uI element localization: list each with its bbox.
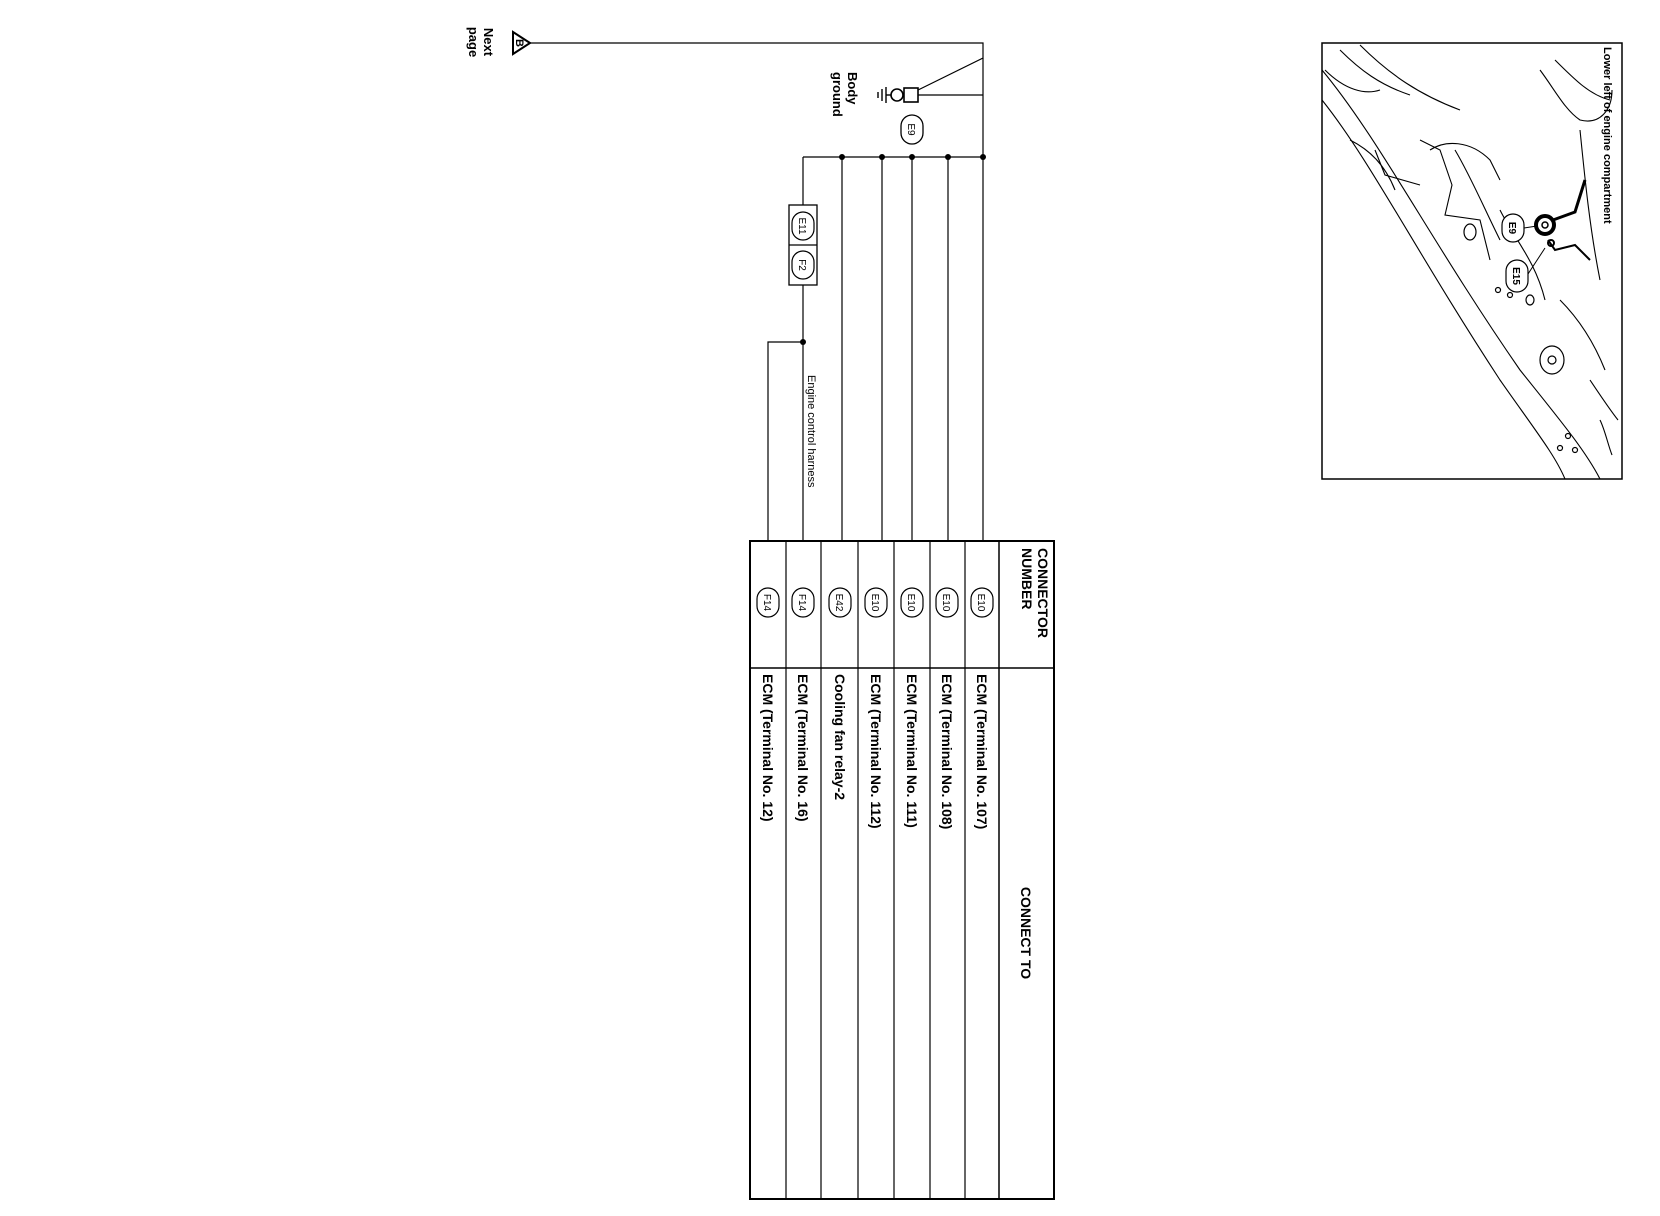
connector-badge: [935, 587, 959, 618]
ground-label-line1: Body: [845, 72, 860, 105]
body-panel-drawing: [1321, 44, 1619, 480]
harness-wires: [767, 156, 984, 541]
ground-ring-icon: [890, 88, 904, 102]
svg-text:E11: E11: [796, 217, 807, 234]
svg-text:ECM (Terminal No. 16): ECM (Terminal No. 16): [795, 674, 811, 822]
svg-text:Cooling fan relay-2: Cooling fan relay-2: [832, 674, 848, 800]
svg-text:E15: E15: [1510, 267, 1521, 285]
svg-text:E42: E42: [833, 594, 844, 612]
table-row: E42 Cooling fan relay-2: [828, 587, 852, 800]
svg-text:E9: E9: [1506, 222, 1517, 235]
svg-text:ECM (Terminal No. 112): ECM (Terminal No. 112): [868, 674, 884, 829]
ground-label-line2: ground: [830, 72, 845, 117]
connector-badge: [756, 587, 780, 618]
connector-table: CONNECTOR NUMBER CONNECT TO E10 ECM (Ter…: [749, 540, 1055, 1200]
inset-callout-e15: E15: [1505, 247, 1546, 293]
ground-symbol-icon: [877, 87, 891, 103]
next-page-arrow-icon: [512, 30, 532, 56]
inset-caption: Lower left of engine compartment: [1601, 47, 1613, 224]
next-page-letter: B: [513, 39, 525, 47]
svg-text:ECM (Terminal No. 12): ECM (Terminal No. 12): [760, 674, 776, 822]
svg-text:E10: E10: [869, 594, 880, 612]
table-row: F14 ECM (Terminal No. 16): [791, 587, 815, 822]
harness-connector-block: E11 F2: [788, 204, 818, 286]
svg-text:E9: E9: [905, 123, 916, 136]
wire-next-page: [530, 42, 984, 157]
inset-ground-terminal-icon: [1534, 179, 1591, 261]
svg-text:F14: F14: [761, 594, 772, 612]
connector-badge: [900, 587, 924, 618]
wire-junctions: [800, 154, 986, 345]
connector-badge: [970, 587, 994, 618]
svg-text:E10: E10: [905, 594, 916, 612]
svg-text:F2: F2: [796, 259, 807, 271]
table-row: E10 ECM (Terminal No. 107): [970, 587, 994, 829]
table-row: E10 ECM (Terminal No. 111): [900, 587, 924, 828]
harness-connector-f2: F2: [791, 250, 815, 280]
next-page-label-line2: page: [466, 27, 481, 57]
table-row: F14 ECM (Terminal No. 12): [756, 587, 780, 822]
ground-terminal: [903, 87, 919, 103]
header-connector-number-line1: CONNECTOR: [1035, 548, 1051, 638]
connector-badge: [791, 587, 815, 618]
svg-text:E10: E10: [975, 594, 986, 612]
next-page-label-line1: Next: [481, 28, 496, 57]
table-row: E10 ECM (Terminal No. 112): [864, 587, 888, 829]
location-inset: Lower left of engine compartment: [1321, 42, 1623, 480]
header-connector-number-line2: NUMBER: [1019, 548, 1035, 609]
harness-label: Engine control harness: [805, 375, 817, 488]
connector-badge: [864, 587, 888, 618]
inset-callout-e9: E9: [1501, 213, 1538, 243]
table-row: E10 ECM (Terminal No. 108): [935, 587, 959, 829]
body-ground: Body ground E9: [830, 72, 983, 145]
svg-text:ECM (Terminal No. 108): ECM (Terminal No. 108): [939, 674, 955, 829]
svg-text:ECM (Terminal No. 111): ECM (Terminal No. 111): [904, 674, 920, 828]
svg-text:ECM (Terminal No. 107): ECM (Terminal No. 107): [974, 674, 990, 829]
svg-text:F14: F14: [796, 594, 807, 612]
header-connect-to: CONNECT TO: [1018, 887, 1034, 979]
ground-connector-badge: E9: [900, 114, 924, 145]
inset-holes: [1463, 223, 1579, 454]
svg-text:E10: E10: [940, 594, 951, 612]
next-page-marker[interactable]: B Next page: [466, 27, 532, 57]
connector-badge: [828, 587, 852, 618]
harness-connector-e11: E11: [791, 211, 815, 241]
